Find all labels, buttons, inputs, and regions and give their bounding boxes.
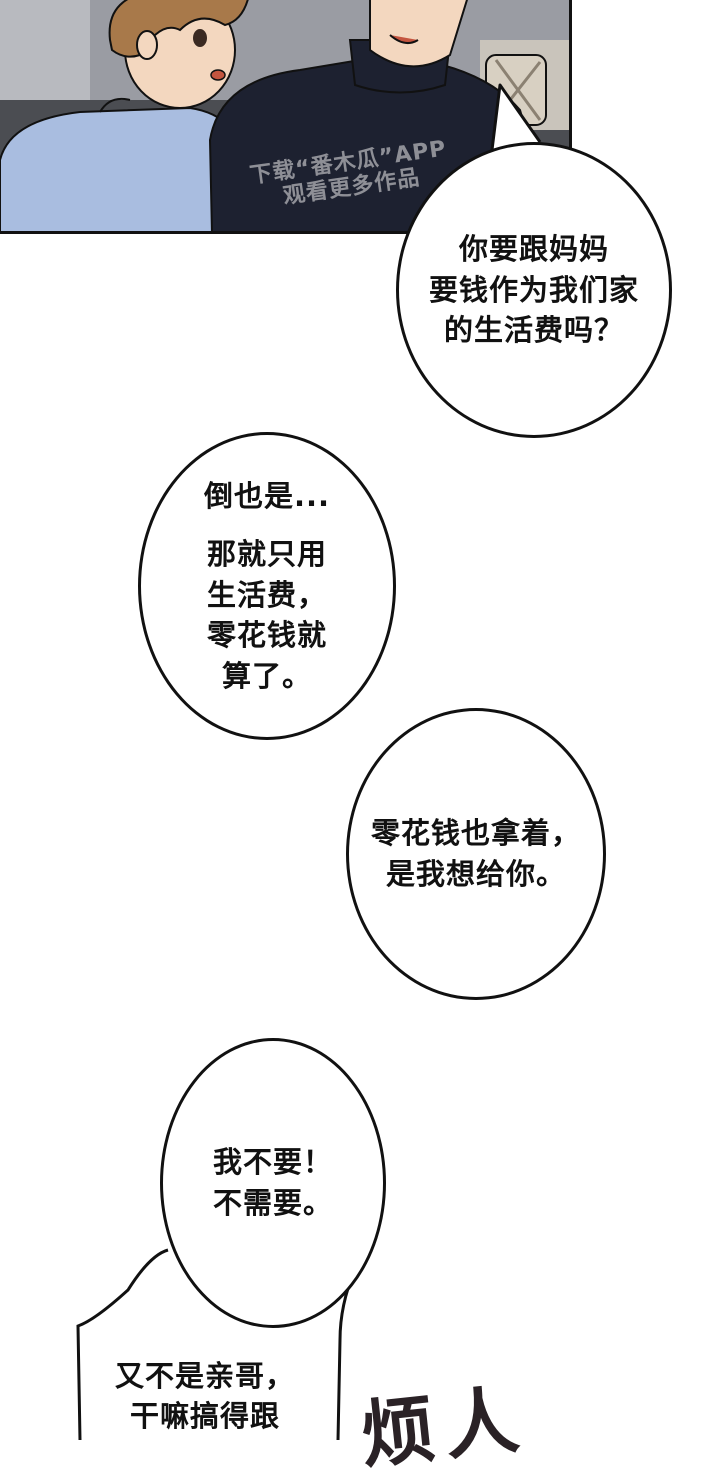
bottom-dialogue: 又不是亲哥， 干嘛搞得跟	[114, 1359, 295, 1434]
bubble-2-lead: 倒也是...	[203, 478, 331, 513]
speech-bubble-4: 我不要！ 不需要。	[160, 1038, 386, 1328]
boy-character	[0, 0, 253, 231]
speech-bubble-1: 你要跟妈妈 要钱作为我们家 的生活费吗？	[396, 142, 672, 438]
panel-illustration	[0, 0, 569, 231]
speech-bubble-2: 倒也是... 那就只用 生活费， 零花钱就 算了。	[138, 432, 396, 740]
bubble-2-text: 那就只用 生活费， 零花钱就 算了。	[206, 537, 327, 693]
bubble-1-text: 你要跟妈妈 要钱作为我们家 的生活费吗？	[428, 232, 639, 348]
speech-bubble-3: 零花钱也拿着， 是我想给你。	[346, 708, 606, 1000]
comic-panel: 下载“番木瓜”APP 观看更多作品	[0, 0, 572, 234]
sound-effect-text: 烦人	[356, 1376, 533, 1480]
bubble-3-text: 零花钱也拿着， 是我想给你。	[370, 816, 581, 891]
bubble-4-text: 我不要！ 不需要。	[212, 1145, 333, 1220]
